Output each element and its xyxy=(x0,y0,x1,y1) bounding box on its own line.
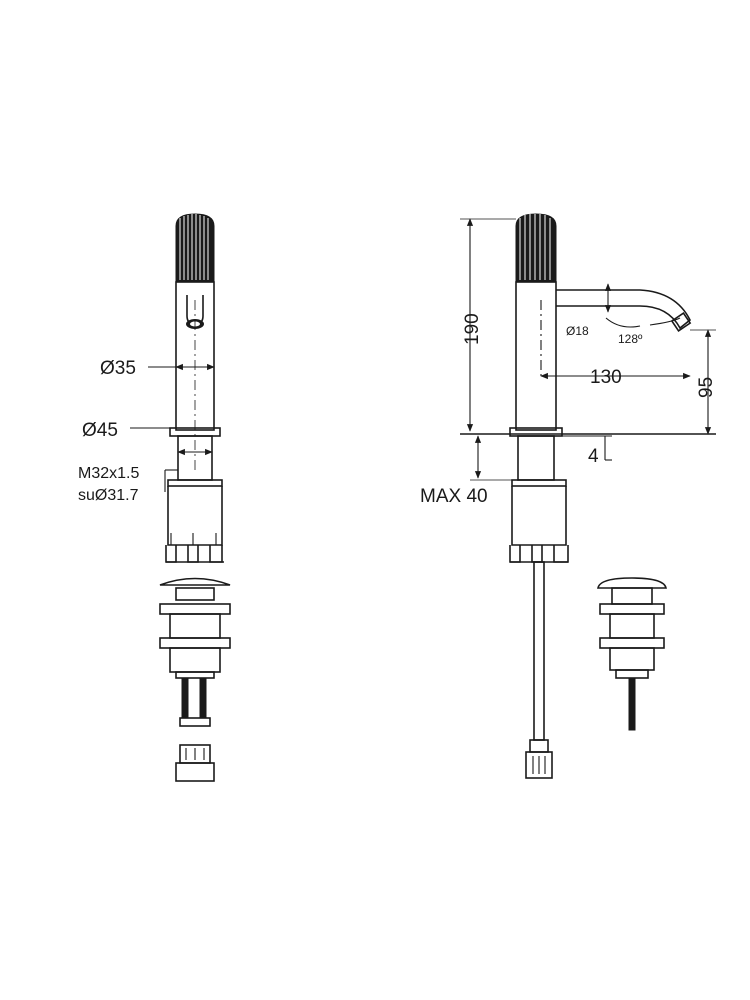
dim-diameter-base: Ø45 xyxy=(82,420,118,441)
dim-max-deck: MAX 40 xyxy=(420,486,488,507)
front-view: Ø35 Ø45 M32x1.5 suØ31.7 xyxy=(78,213,231,782)
side-spout xyxy=(556,289,692,332)
dim-thread-diameter: suØ31.7 xyxy=(78,487,139,504)
dim-spout-height: 95 xyxy=(696,377,717,398)
dim-height-total: 190 xyxy=(462,313,483,345)
front-ribbed-handle xyxy=(175,213,215,283)
dim-spout-diameter: Ø18 xyxy=(566,324,589,338)
front-locking-nut xyxy=(165,479,224,563)
dim-spout-angle: 128º xyxy=(618,332,643,346)
side-popup-waste xyxy=(597,577,667,731)
side-locking-nut xyxy=(509,479,569,563)
dim-thread-spec: M32x1.5 xyxy=(78,465,139,482)
side-body xyxy=(515,281,557,431)
dim-base-thickness: 4 xyxy=(588,446,599,467)
dim-diameter-body: Ø35 xyxy=(100,358,136,379)
dim-spout-reach: 130 xyxy=(590,367,622,388)
side-ribbed-handle xyxy=(515,213,557,283)
front-hose-connectors xyxy=(175,744,215,782)
side-flexible-hose xyxy=(525,561,553,779)
side-view: 190 Ø18 128º 130 95 4 MAX 40 xyxy=(420,213,717,779)
side-threaded-shank xyxy=(517,435,555,481)
front-popup-waste xyxy=(159,577,231,727)
